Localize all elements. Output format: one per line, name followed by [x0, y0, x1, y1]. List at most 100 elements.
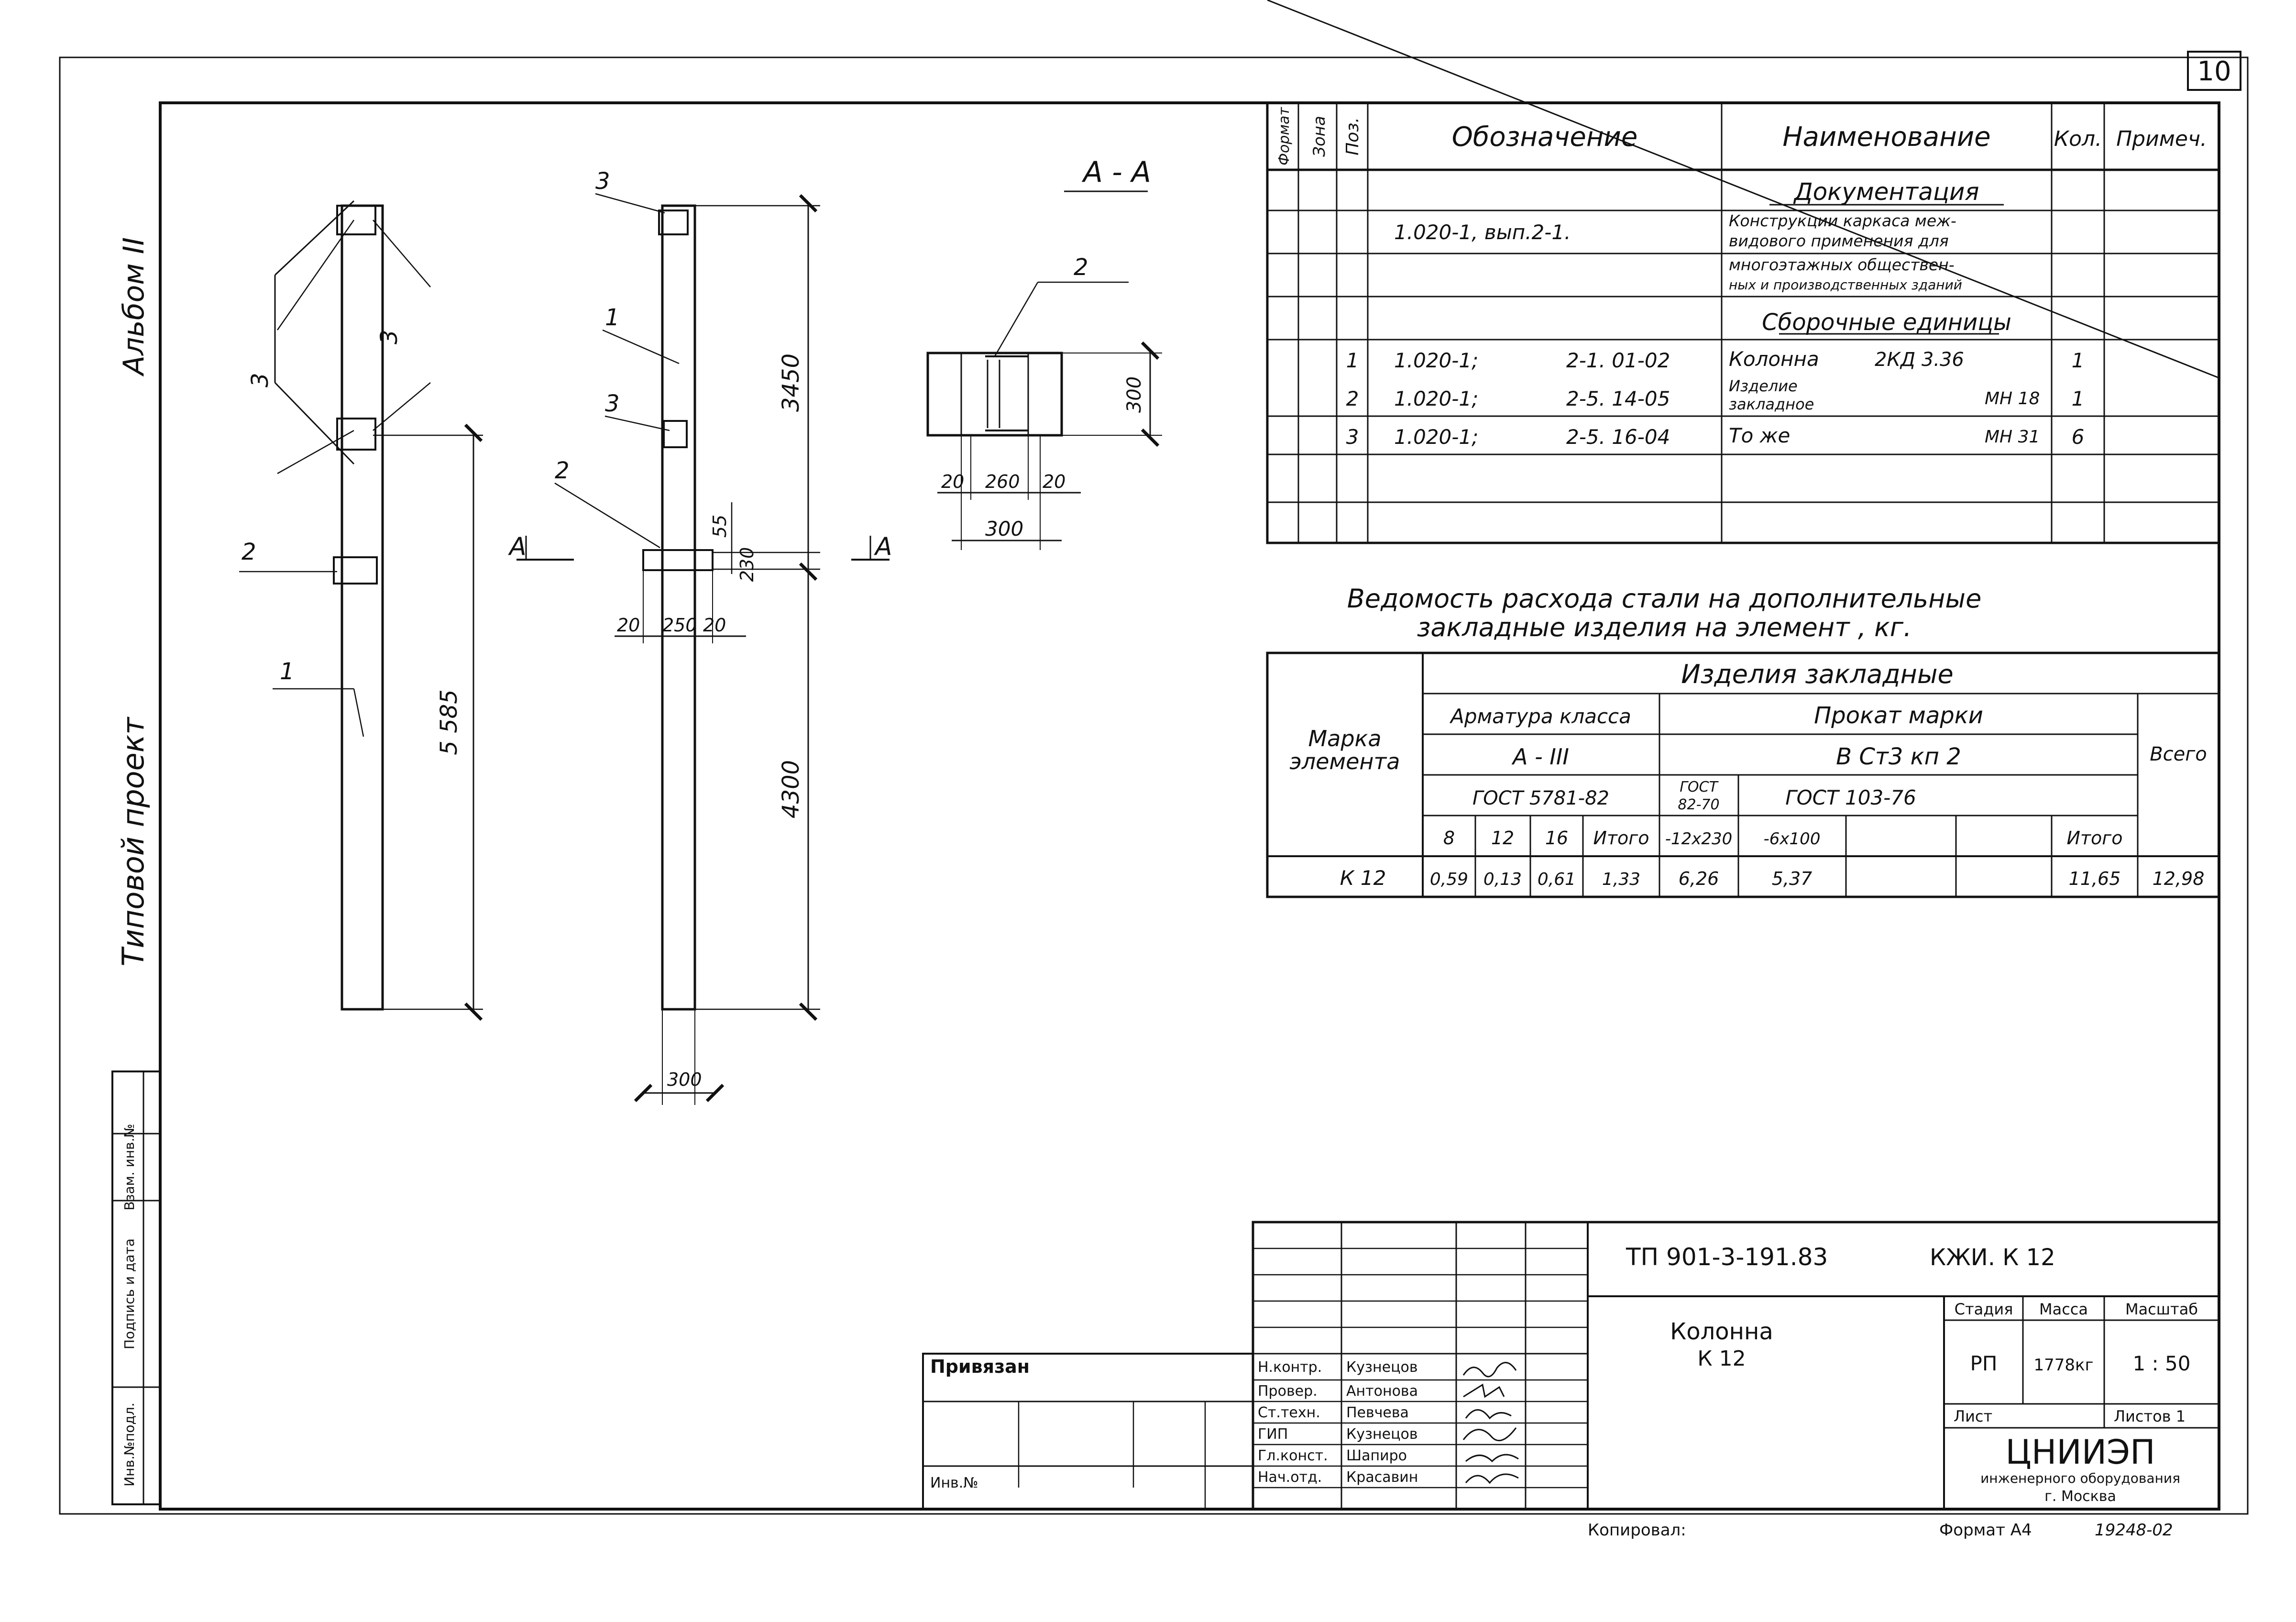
tb-scale: 1 : 50	[2132, 1352, 2190, 1375]
tb-code: ТП 901-3-191.83	[1626, 1243, 1828, 1271]
steel-h-total: Всего	[2150, 743, 2207, 765]
spec-h-zone: Зона	[1310, 116, 1329, 157]
stamp-replace-label: Взам. инв.№	[121, 1124, 137, 1210]
tb-stage-h: Стадия	[1955, 1300, 2013, 1318]
signature-4	[1462, 1427, 1517, 1442]
spec-row2-qty: 1	[2072, 387, 2085, 410]
spec-h-designation: Обозначение	[1452, 121, 1638, 153]
elev-mid-dim-55: 55	[709, 515, 730, 538]
steel-h-rolled-grade: В Ст3 кп 2	[1836, 743, 1961, 770]
tb-name-3: Певчева	[1346, 1404, 1409, 1421]
left-stamp: Инв.№подл. Подпись и дата Взам. инв.№	[111, 1070, 161, 1505]
steel-h-gost82-1: ГОСТ	[1680, 779, 1719, 795]
section-dim-height: 300	[1123, 376, 1145, 413]
tb-part: КЖИ. К 12	[1930, 1244, 2055, 1271]
tb-name-4: Кузнецов	[1346, 1426, 1418, 1443]
steel-row-v16: 0,61	[1538, 870, 1576, 889]
tb-mass-h: Масса	[2039, 1300, 2088, 1318]
footer-number: 19248-02	[2095, 1521, 2173, 1540]
tb-org-2: инженерного оборудования	[1980, 1470, 2180, 1486]
tb-name-1: Кузнецов	[1346, 1359, 1418, 1376]
tb-role-1: Н.контр.	[1258, 1359, 1322, 1376]
spec-doc-designation: 1.020-1, вып.2-1.	[1394, 221, 1571, 244]
tb-role-3: Ст.техн.	[1258, 1404, 1320, 1421]
spec-h-qty: Кол.	[2054, 127, 2102, 151]
project-label: Типовой проект	[116, 717, 151, 967]
spec-row1-name: Колонна	[1729, 347, 1819, 371]
spec-doc-name-1: Конструкции каркаса меж-	[1729, 211, 1956, 230]
tb-object-1: Колонна	[1670, 1318, 1773, 1345]
elev-mid-dim-top: 3450	[778, 353, 804, 412]
elev-mid-section-right: А	[874, 532, 892, 561]
tb-role-2: Провер.	[1258, 1383, 1318, 1400]
steel-row-plate-100: 5,37	[1772, 868, 1813, 889]
section-a-a: А - А 2 300 20 260 20 300	[926, 155, 1162, 550]
elev-left-label-1: 1	[280, 658, 295, 685]
elev-mid-dim-left: 20	[617, 615, 640, 636]
spec-row2-name-2: закладное	[1729, 395, 1814, 413]
tb-role-5: Гл.конст.	[1258, 1447, 1328, 1464]
signature-6	[1465, 1473, 1519, 1484]
spec-row1-pos: 1	[1346, 349, 1359, 372]
steel-h-embedded: Изделия закладные	[1681, 659, 1953, 689]
spec-row3-code: 2-5. 16-04	[1566, 425, 1670, 449]
steel-sub-16: 16	[1545, 828, 1568, 849]
steel-h-rebar-class: А - III	[1511, 744, 1569, 770]
tb-sheets-h: Листов 1	[2114, 1407, 2186, 1425]
elev-left-label-3a: 3	[247, 373, 274, 387]
footer-copied: Копировал:	[1588, 1521, 1686, 1540]
section-dim-left: 20	[941, 471, 964, 492]
steel-row-grand-total: 12,98	[2153, 868, 2205, 889]
steel-sub-12: 12	[1491, 828, 1514, 849]
section-dim-width: 300	[985, 517, 1023, 541]
tb-name-6: Красавин	[1346, 1469, 1418, 1486]
tb-stage: РП	[1970, 1352, 1998, 1375]
steel-row-total-rolled: 11,65	[2069, 868, 2121, 889]
tb-role-6: Нач.отд.	[1258, 1469, 1322, 1486]
spec-row2-pos: 2	[1346, 387, 1359, 410]
signature-5	[1465, 1454, 1519, 1463]
spec-row2-code: 2-5. 14-05	[1566, 387, 1670, 410]
footer-format: Формат А4	[1939, 1521, 2032, 1540]
elev-mid-dim-center: 250	[662, 615, 697, 636]
elev-mid-dim-width: 300	[667, 1069, 702, 1090]
steel-h-mark-2: элемента	[1289, 749, 1400, 774]
section-label-2: 2	[1074, 254, 1088, 281]
steel-sub-8: 8	[1443, 828, 1455, 849]
tb-sheet-h: Лист	[1954, 1407, 1992, 1425]
steel-sub-plate-230: -12х230	[1665, 829, 1733, 849]
tb-mass: 1778кг	[2034, 1356, 2094, 1375]
spec-row1-qty: 1	[2072, 349, 2085, 372]
spec-doc-name-3: многоэтажных обществен-	[1729, 255, 1955, 274]
steel-sub-total-rebar: Итого	[1593, 828, 1649, 849]
spec-h-pos: Поз.	[1343, 117, 1362, 155]
steel-row-v12: 0,13	[1483, 870, 1522, 889]
steel-h-mark-1: Марка	[1308, 726, 1381, 751]
elev-mid-label-3-top: 3	[595, 168, 610, 195]
spec-h-note: Примеч.	[2116, 127, 2207, 151]
steel-h-gost103: ГОСТ 103-76	[1785, 786, 1916, 809]
spec-section-documentation: Документация	[1793, 178, 1979, 206]
tb-object-2: К 12	[1697, 1346, 1746, 1371]
signature-2	[1463, 1383, 1505, 1398]
elev-mid-dim-bottom: 4300	[778, 760, 804, 818]
tb-role-4: ГИП	[1258, 1426, 1288, 1443]
specification-table: Формат Зона Поз. Обозначение Наименовани…	[1266, 0, 2220, 544]
spec-row2-doc: 1.020-1;	[1394, 387, 1478, 410]
elev-left-dim-total: 5 585	[436, 689, 462, 755]
spec-row1-mark: 2КД 3.36	[1875, 349, 1964, 371]
elev-mid-dim-right: 20	[703, 615, 726, 636]
elev-mid-label-2: 2	[555, 457, 570, 484]
spec-row1-code: 2-1. 01-02	[1566, 349, 1670, 372]
spec-row3-pos: 3	[1346, 425, 1359, 449]
spec-section-assembly: Сборочные единицы	[1762, 309, 2011, 336]
spec-row3-doc: 1.020-1;	[1394, 425, 1478, 449]
spec-doc-name-4: ных и производственных зданий	[1729, 277, 1962, 293]
spec-row2-name-1: Изделие	[1729, 377, 1798, 395]
steel-h-rebar: Арматура класса	[1449, 705, 1631, 728]
spec-row3-qty: 6	[2072, 425, 2085, 449]
tb-org-3: г. Москва	[2044, 1488, 2116, 1505]
steel-h-rolled: Прокат марки	[1814, 702, 1983, 729]
elev-mid-section-left: А	[508, 532, 527, 561]
